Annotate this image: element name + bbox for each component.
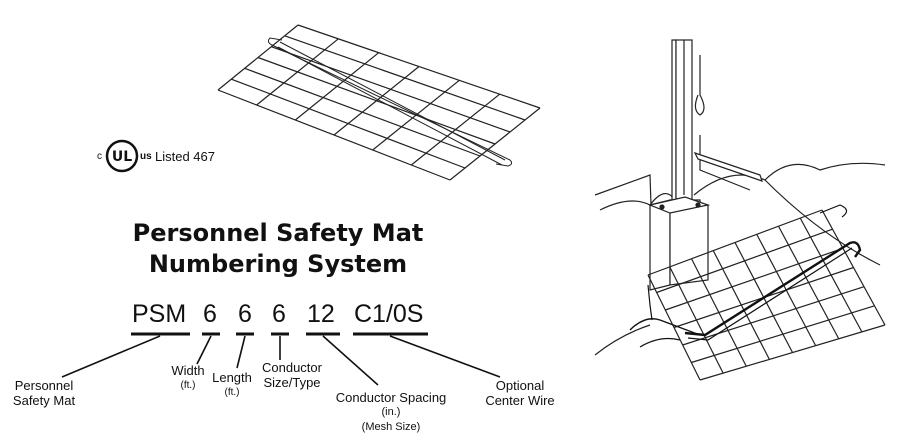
mat-grid-line bbox=[682, 286, 865, 346]
mat-grid-line bbox=[271, 46, 511, 133]
safety-mat-illustration bbox=[217, 24, 541, 181]
mat-grid-line bbox=[244, 67, 481, 157]
mat-grid-line bbox=[647, 209, 823, 276]
installation-illustration bbox=[594, 39, 886, 381]
code-length: 6 bbox=[238, 300, 252, 328]
diagram-title-line2: Numbering System bbox=[148, 250, 408, 278]
leader-spacing bbox=[322, 335, 379, 386]
leader-width bbox=[196, 335, 212, 365]
mat-grid-line bbox=[217, 89, 451, 181]
code-spacing: 12 bbox=[307, 300, 335, 328]
leader-psm bbox=[61, 335, 161, 378]
mat-grid-line bbox=[699, 324, 886, 381]
ul-logo-icon: UL bbox=[105, 139, 139, 173]
label-psm: Personnel Safety Mat bbox=[12, 378, 76, 408]
code-option: C1/0S bbox=[354, 300, 424, 328]
mat-grid-line bbox=[665, 247, 844, 311]
mat-grid-line bbox=[284, 35, 526, 121]
leader-length bbox=[236, 335, 246, 369]
label-width: Width (ft.) bbox=[171, 363, 205, 391]
code-psm: PSM bbox=[132, 300, 187, 328]
code-width: 6 bbox=[203, 300, 217, 328]
mat-grid-line bbox=[656, 228, 833, 294]
ul-listed-text: Listed 467 bbox=[155, 149, 215, 164]
label-conductor: Conductor Size/Type bbox=[262, 360, 322, 390]
label-spacing: Conductor Spacing (in.) (Mesh Size) bbox=[335, 390, 447, 433]
label-option: Optional Center Wire bbox=[485, 378, 555, 408]
diagram-title-line1: Personnel Safety Mat bbox=[132, 219, 424, 247]
mat-grid-line bbox=[297, 24, 541, 109]
mat-grid-line bbox=[257, 56, 496, 145]
svg-text:UL: UL bbox=[112, 149, 132, 165]
mat-grid-line bbox=[691, 305, 875, 364]
label-length: Length (ft.) bbox=[212, 370, 252, 398]
mat-grid-line bbox=[231, 78, 466, 169]
ul-prefix: c bbox=[97, 151, 102, 162]
ul-suffix: us bbox=[140, 151, 152, 162]
leader-option bbox=[389, 335, 501, 378]
code-conductor: 6 bbox=[272, 300, 286, 328]
